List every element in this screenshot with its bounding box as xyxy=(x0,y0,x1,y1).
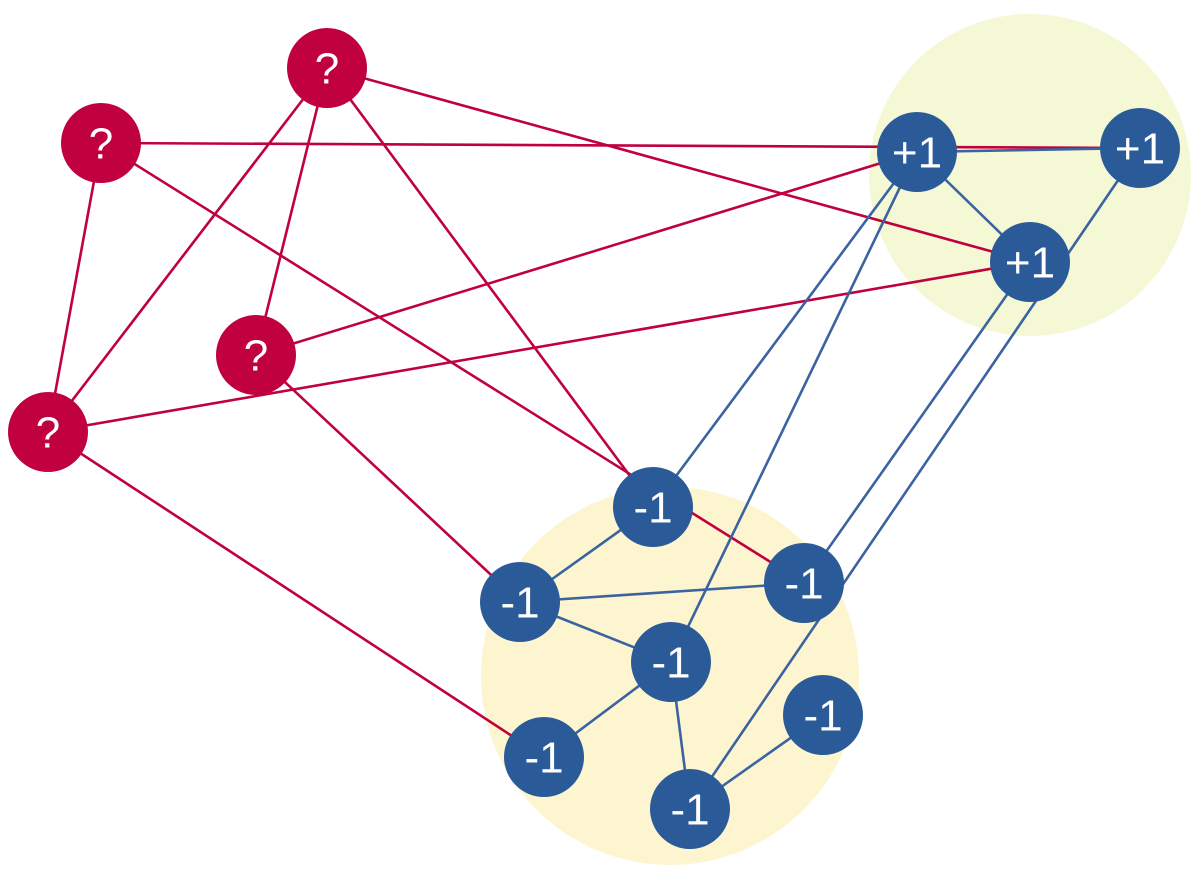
node-n5: -1 xyxy=(504,717,584,797)
node-circle xyxy=(783,675,863,755)
node-n6: -1 xyxy=(783,675,863,755)
node-label: ? xyxy=(315,45,339,94)
node-label: +1 xyxy=(1005,239,1055,288)
node-p2: +1 xyxy=(1100,108,1180,188)
edge-p1-n1 xyxy=(651,151,919,508)
node-label: +1 xyxy=(1115,125,1165,174)
node-u3: ? xyxy=(216,315,296,395)
node-circle xyxy=(631,622,711,702)
node-p3: +1 xyxy=(990,222,1070,302)
edge-n2-n3 xyxy=(519,581,805,604)
node-label: -1 xyxy=(670,786,709,835)
positive-cluster xyxy=(869,14,1191,336)
node-circle xyxy=(990,222,1070,302)
node-u2: ? xyxy=(287,28,367,108)
edge-u3-n2 xyxy=(255,354,521,603)
edge-u2-n1 xyxy=(325,67,655,508)
node-n2: -1 xyxy=(480,562,560,642)
node-label: ? xyxy=(244,332,268,381)
node-n7: -1 xyxy=(650,769,730,849)
node-label: -1 xyxy=(651,639,690,688)
node-label: ? xyxy=(89,120,113,169)
edge-u2-u4 xyxy=(46,67,329,433)
node-label: -1 xyxy=(803,692,842,741)
node-circle xyxy=(1100,108,1180,188)
node-circle xyxy=(287,28,367,108)
edge-u4-p3 xyxy=(47,260,1031,434)
edge-u2-u3 xyxy=(254,67,329,356)
node-u4: ? xyxy=(8,392,88,472)
node-n3: -1 xyxy=(764,543,844,623)
node-n4: -1 xyxy=(631,622,711,702)
node-circle xyxy=(650,769,730,849)
node-u1: ? xyxy=(61,103,141,183)
edge-p1-n4 xyxy=(669,151,919,663)
node-label: +1 xyxy=(892,129,942,178)
node-layer: ???? +1 +1 +1 -1 -1 -1 -1 -1 -1 -1 xyxy=(8,28,1180,849)
node-p1: +1 xyxy=(877,112,957,192)
edge-u3-p1 xyxy=(255,150,918,357)
edge-u2-p3 xyxy=(326,66,1031,264)
edge-u1-p2 xyxy=(100,141,1141,150)
node-circle xyxy=(216,315,296,395)
node-label: -1 xyxy=(524,734,563,783)
node-circle xyxy=(764,543,844,623)
node-label: -1 xyxy=(633,484,672,533)
edge-u1-u4 xyxy=(46,142,103,433)
edge-u4-n5 xyxy=(47,430,545,759)
node-label: -1 xyxy=(500,579,539,628)
edge-p3-n3 xyxy=(802,261,1032,584)
node-label: ? xyxy=(36,409,60,458)
node-circle xyxy=(480,562,560,642)
node-circle xyxy=(877,112,957,192)
node-circle xyxy=(504,717,584,797)
node-circle xyxy=(613,467,693,547)
node-circle xyxy=(61,103,141,183)
node-label: -1 xyxy=(784,560,823,609)
node-circle xyxy=(8,392,88,472)
node-n1: -1 xyxy=(613,467,693,547)
edge-layer xyxy=(46,66,1142,811)
